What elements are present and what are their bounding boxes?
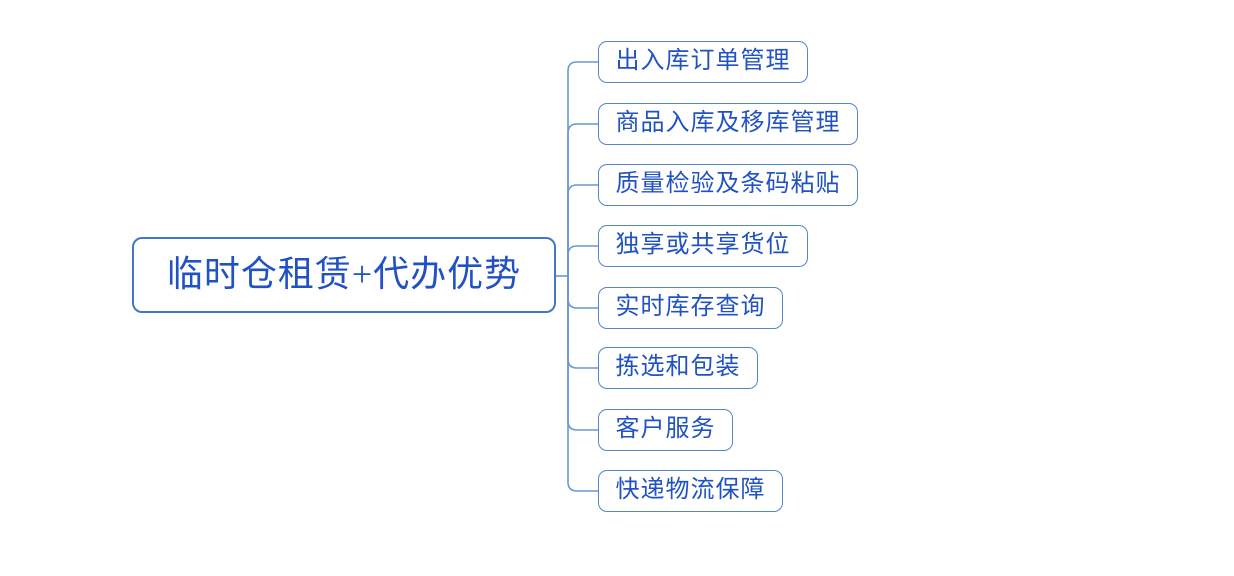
branch-node-label: 实时库存查询 bbox=[615, 294, 766, 320]
branch-line-2 bbox=[567, 123, 598, 276]
branch-line-1 bbox=[567, 61, 598, 276]
branch-node-label: 质量检验及条码粘贴 bbox=[615, 171, 841, 197]
branch-node-4[interactable]: 独享或共享货位 bbox=[598, 225, 808, 267]
branch-node-6[interactable]: 拣选和包装 bbox=[598, 347, 758, 389]
branch-node-label: 独享或共享货位 bbox=[615, 232, 791, 258]
branch-node-3[interactable]: 质量检验及条码粘贴 bbox=[598, 164, 858, 206]
branch-line-3 bbox=[567, 184, 598, 276]
branch-node-1[interactable]: 出入库订单管理 bbox=[598, 41, 808, 83]
branch-node-7[interactable]: 客户服务 bbox=[598, 409, 733, 451]
branch-node-label: 拣选和包装 bbox=[615, 354, 741, 380]
branch-line-6 bbox=[567, 276, 598, 369]
branch-line-7 bbox=[567, 276, 598, 431]
branch-line-5 bbox=[567, 276, 598, 309]
branch-line-4 bbox=[567, 245, 598, 276]
root-topic-label: 临时仓租赁+代办优势 bbox=[166, 254, 522, 294]
root-topic-node[interactable]: 临时仓租赁+代办优势 bbox=[132, 237, 556, 313]
branch-node-label: 快递物流保障 bbox=[615, 477, 766, 503]
branch-node-label: 出入库订单管理 bbox=[615, 48, 791, 74]
branch-node-label: 客户服务 bbox=[615, 416, 716, 442]
branch-node-8[interactable]: 快递物流保障 bbox=[598, 470, 783, 512]
branch-node-5[interactable]: 实时库存查询 bbox=[598, 287, 783, 329]
branch-line-8 bbox=[567, 276, 598, 492]
branch-node-2[interactable]: 商品入库及移库管理 bbox=[598, 103, 858, 145]
branch-node-label: 商品入库及移库管理 bbox=[615, 110, 841, 136]
